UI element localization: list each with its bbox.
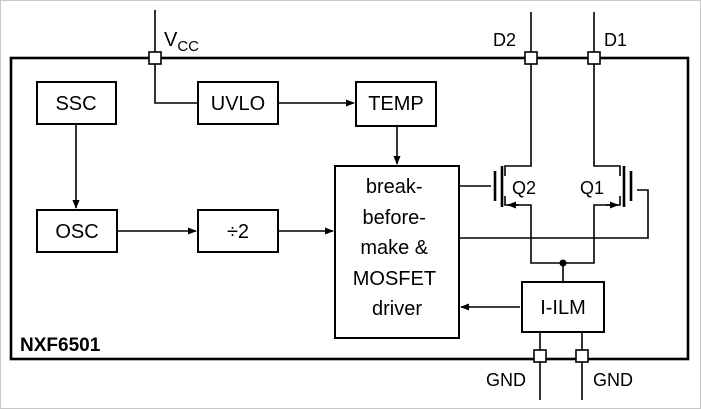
osc-label: OSC: [55, 221, 98, 243]
d1-label: D1: [604, 30, 627, 50]
gnd-right-pin-pad: [575, 349, 589, 363]
junction-dot: [559, 259, 567, 267]
ssc-block: SSC: [36, 81, 117, 125]
temp-block: TEMP: [355, 81, 437, 127]
gnd-right-label: GND: [593, 370, 633, 390]
gnd-left-label: GND: [486, 370, 526, 390]
chip-outline: [9, 56, 690, 361]
driver-line-4: MOSFET: [353, 268, 436, 290]
q1-label: Q1: [580, 178, 604, 198]
driver-line-3: make &: [360, 237, 428, 259]
driver-line-2: before-: [363, 207, 426, 229]
temp-label: TEMP: [368, 93, 424, 115]
divide-by-two-block: ÷2: [197, 209, 279, 253]
q2-transistor: [493, 166, 519, 209]
uvlo-label: UVLO: [211, 93, 265, 115]
vcc-label: VCC: [164, 29, 199, 55]
d1-pin-pad: [587, 51, 601, 65]
osc-block: OSC: [36, 209, 118, 253]
driver-label: break- before- make & MOSFET driver: [353, 176, 442, 320]
driver-line-1: break-: [366, 176, 423, 198]
d2-label: D2: [493, 30, 516, 50]
driver-line-5: driver: [372, 298, 422, 320]
divide-by-two-label: ÷2: [227, 221, 249, 243]
uvlo-block: UVLO: [197, 81, 279, 125]
pin-lines: [154, 10, 595, 400]
ssc-label: SSC: [55, 93, 96, 115]
gnd-left-pin-pad: [533, 349, 547, 363]
d2-pin-pad: [524, 51, 538, 65]
ilm-block: I-ILM: [521, 281, 605, 333]
driver-block: break- before- make & MOSFET driver: [334, 165, 460, 339]
q2-label: Q2: [512, 178, 536, 198]
vcc-pin-pad: [148, 51, 162, 65]
ilm-label: I-ILM: [540, 297, 586, 319]
q1-transistor: [606, 166, 633, 209]
chip-name-label: NXF6501: [20, 335, 101, 356]
